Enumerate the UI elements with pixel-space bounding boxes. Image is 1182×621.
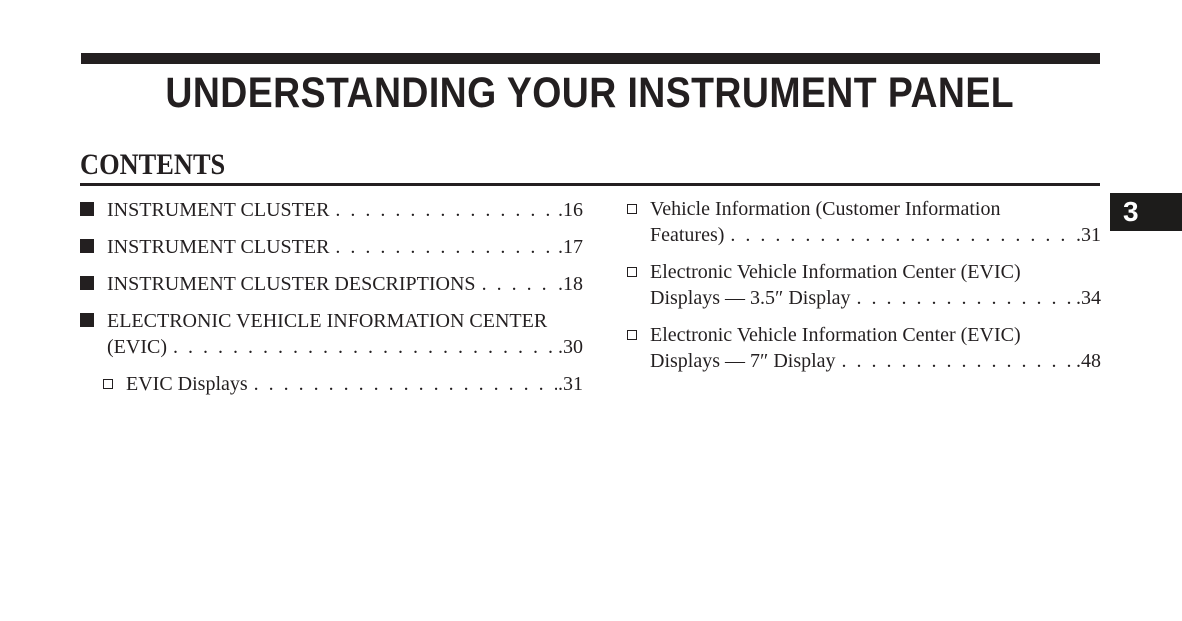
toc-entry-label: Electronic Vehicle Information Center (E…	[650, 261, 1021, 283]
toc-entry-label: (EVIC)	[107, 336, 167, 358]
dot-leader	[335, 234, 557, 260]
toc-entry[interactable]: ELECTRONIC VEHICLE INFORMATION CENTER (EV…	[80, 308, 583, 360]
toc-page-number: .18	[558, 273, 583, 295]
toc-page-number: .34	[1076, 287, 1101, 309]
dot-leader	[730, 222, 1075, 248]
toc-entry[interactable]: INSTRUMENT CLUSTER DESCRIPTIONS .18	[80, 271, 583, 297]
toc-page-number: .31	[1076, 224, 1101, 246]
dot-leader	[482, 271, 557, 297]
chapter-tab: 3	[1110, 193, 1182, 231]
toc-entry[interactable]: INSTRUMENT CLUSTER .16	[80, 197, 583, 223]
page-title: UNDERSTANDING YOUR INSTRUMENT PANEL	[80, 71, 1100, 115]
toc-entry-label: INSTRUMENT CLUSTER DESCRIPTIONS	[107, 273, 476, 295]
toc-entry[interactable]: Vehicle Information (Customer Informatio…	[627, 196, 1101, 248]
toc-page-number: .30	[558, 336, 583, 358]
dot-leader	[254, 371, 557, 397]
hollow-square-bullet-icon	[103, 379, 113, 389]
toc-entry-label: Vehicle Information (Customer Informatio…	[650, 198, 1001, 220]
dot-leader	[857, 285, 1075, 311]
toc-page-number: .48	[1076, 350, 1101, 372]
toc-entry-label: INSTRUMENT CLUSTER	[107, 236, 330, 258]
toc-entry-label: Features)	[650, 224, 725, 246]
toc-entry-label: Displays — 3.5″ Display	[650, 287, 851, 309]
contents-rule	[80, 183, 1100, 186]
toc-entry[interactable]: Electronic Vehicle Information Center (E…	[627, 259, 1101, 311]
filled-square-bullet-icon	[80, 276, 94, 290]
contents-heading: CONTENTS	[80, 150, 245, 180]
chapter-number: 3	[1123, 196, 1139, 227]
toc-column-right: Vehicle Information (Customer Informatio…	[627, 196, 1101, 385]
toc-page-number: .31	[558, 373, 583, 395]
toc-page-number: .17	[558, 236, 583, 258]
page-title-text: UNDERSTANDING YOUR INSTRUMENT PANEL	[165, 69, 1015, 117]
toc-entry[interactable]: EVIC Displays .31	[80, 371, 583, 397]
hollow-square-bullet-icon	[627, 204, 637, 214]
top-rule	[81, 53, 1100, 64]
dot-leader	[173, 334, 557, 360]
contents-heading-text: CONTENTS	[80, 148, 226, 181]
toc-entry[interactable]: INSTRUMENT CLUSTER .17	[80, 234, 583, 260]
hollow-square-bullet-icon	[627, 330, 637, 340]
toc-page-number: .16	[558, 199, 583, 221]
toc-entry-label: ELECTRONIC VEHICLE INFORMATION CENTER	[107, 310, 548, 332]
dot-leader	[842, 348, 1075, 374]
hollow-square-bullet-icon	[627, 267, 637, 277]
filled-square-bullet-icon	[80, 313, 94, 327]
toc-entry-label: EVIC Displays	[126, 373, 248, 395]
toc-entry-label: INSTRUMENT CLUSTER	[107, 199, 330, 221]
toc-entry-label: Displays — 7″ Display	[650, 350, 836, 372]
toc-entry-label: Electronic Vehicle Information Center (E…	[650, 324, 1021, 346]
filled-square-bullet-icon	[80, 239, 94, 253]
dot-leader	[335, 197, 557, 223]
toc-entry[interactable]: Electronic Vehicle Information Center (E…	[627, 322, 1101, 374]
filled-square-bullet-icon	[80, 202, 94, 216]
